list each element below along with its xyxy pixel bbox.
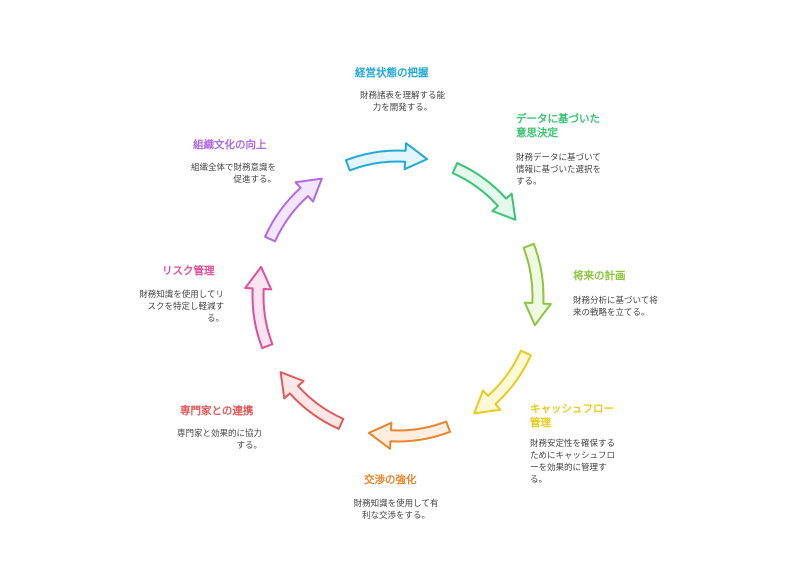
arrow-negotiation bbox=[367, 420, 452, 450]
arrow-management bbox=[344, 142, 429, 172]
step-title-future-plan: 将来の計画 bbox=[573, 270, 626, 282]
step-title-negotiation: 交渉の強化 bbox=[364, 474, 417, 486]
arrow-cashflow bbox=[473, 349, 532, 415]
step-title-experts: 専門家との連携 bbox=[180, 405, 254, 417]
arrow-experts bbox=[279, 371, 345, 430]
step-desc-data-decision: 財務データに基づいて 情報に基づいた選択を する。 bbox=[516, 153, 602, 187]
arrow-future_plan bbox=[522, 242, 552, 327]
step-desc-cashflow: 財務安定性を確保する ためにキャッシュフロ ーを効果的に管理す る。 bbox=[530, 439, 616, 485]
step-title-risk: リスク管理 bbox=[162, 265, 215, 277]
step-title-data-decision: データに基づいた 意思決定 bbox=[516, 113, 600, 139]
step-desc-management: 財務諸表を理解する能 力を開発する。 bbox=[359, 91, 445, 113]
arrow-culture bbox=[264, 177, 323, 243]
step-desc-negotiation: 財務知識を使用して有 利な交渉をする。 bbox=[353, 499, 439, 521]
step-title-management: 経営状態の把握 bbox=[355, 67, 429, 79]
step-title-culture: 組織文化の向上 bbox=[193, 139, 267, 151]
arrow-data_decision bbox=[451, 162, 517, 221]
step-desc-risk: 財務知識を使用してリ スクを特定し軽減す る。 bbox=[139, 290, 224, 324]
step-desc-culture: 組織全体で財務意識を 促進する。 bbox=[190, 163, 276, 185]
step-desc-future-plan: 財務分析に基づいて将 来の戦略を立てる。 bbox=[573, 296, 658, 318]
step-desc-experts: 専門家と効果的に協力 する。 bbox=[176, 429, 262, 451]
step-title-cashflow: キャッシュフロー 管理 bbox=[530, 403, 614, 429]
arrow-risk bbox=[244, 265, 274, 350]
